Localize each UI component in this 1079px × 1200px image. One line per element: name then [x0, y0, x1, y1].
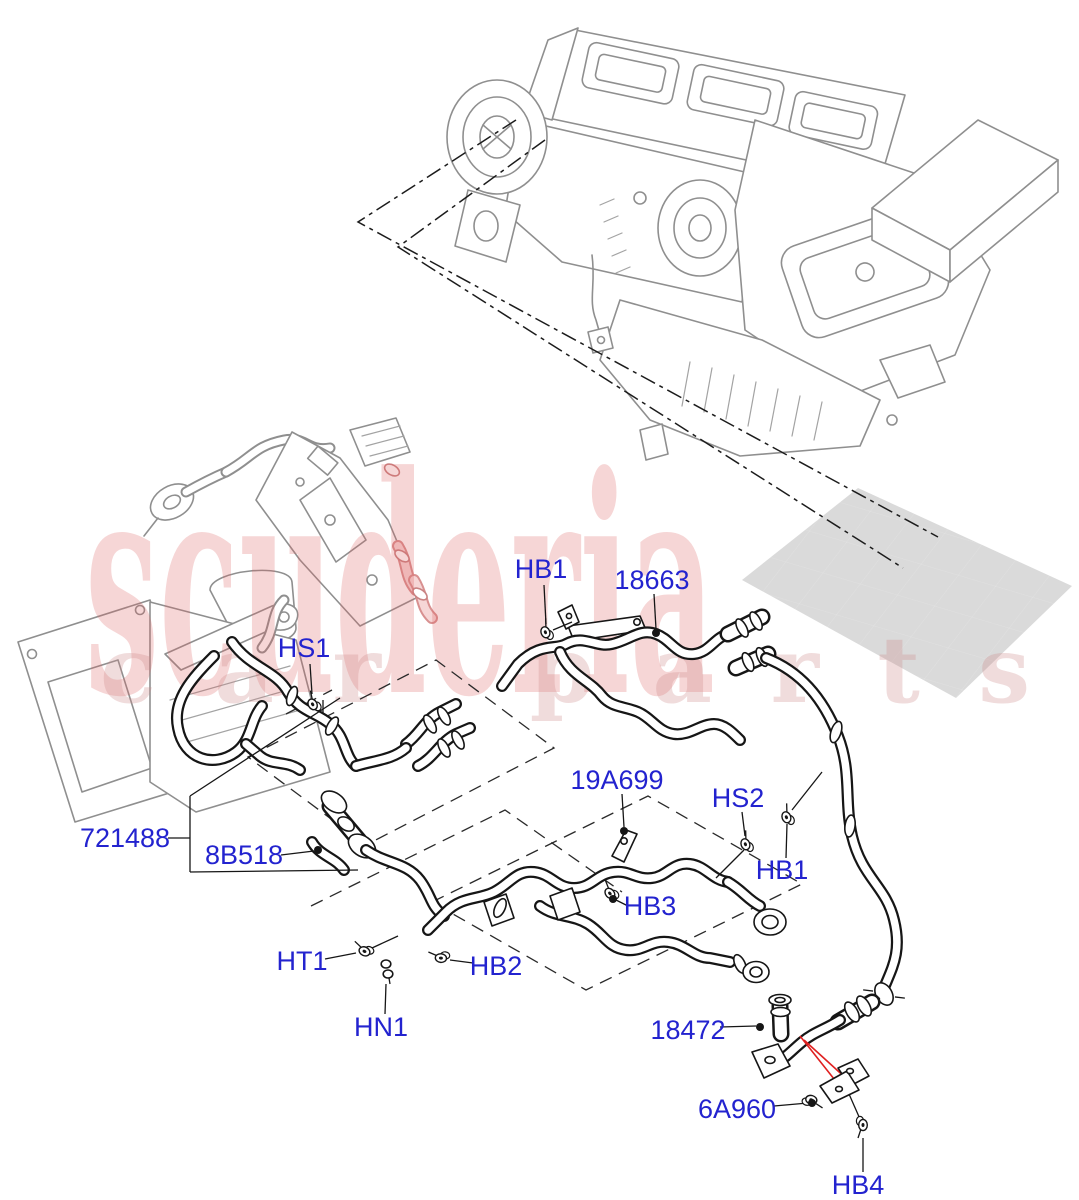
engine-side-assembly-drawing — [255, 417, 438, 627]
hvac-unit-drawing — [446, 27, 1059, 461]
part-label-6a960[interactable]: 6A960 — [698, 1094, 776, 1124]
part-label-721488[interactable]: 721488 — [80, 823, 170, 853]
hose-assembly-19a699-drawing — [422, 829, 787, 984]
part-label-hs2[interactable]: HS2 — [712, 783, 765, 813]
part-label-8b518[interactable]: 8B518 — [205, 840, 283, 870]
fastener-glyphs — [301, 617, 868, 1139]
screw-hs2-icon — [736, 829, 756, 855]
locator-lines — [246, 119, 939, 991]
part-label-hn1[interactable]: HN1 — [354, 1012, 408, 1042]
part-label-hb1-right[interactable]: HB1 — [756, 855, 809, 885]
bracket-6a960-drawing — [819, 1058, 870, 1120]
screw-ht1-icon — [350, 939, 376, 960]
part-label-18663[interactable]: 18663 — [614, 565, 689, 595]
hose-assembly-18663-drawing — [496, 604, 905, 1079]
bolt-hb1-right-icon — [777, 802, 797, 828]
part-label-hs1[interactable]: HS1 — [278, 633, 331, 663]
part-label-18472[interactable]: 18472 — [650, 1015, 725, 1045]
checkered-flag-watermark — [742, 488, 1072, 698]
part-label-19a699[interactable]: 19A699 — [570, 765, 663, 795]
part-label-hb1-top[interactable]: HB1 — [515, 554, 568, 584]
leader-lines — [280, 584, 864, 1172]
part-label-hb2[interactable]: HB2 — [470, 951, 523, 981]
part-label-ht1[interactable]: HT1 — [276, 946, 327, 976]
valve-hose-assembly-drawing — [168, 636, 476, 922]
part-label-hb3[interactable]: HB3 — [624, 891, 677, 921]
bolt-hb4-icon — [855, 1115, 868, 1139]
nut-hn1-icon — [380, 959, 394, 985]
bolt-hb2-icon — [426, 949, 451, 964]
part-label-hb4[interactable]: HB4 — [832, 1170, 885, 1200]
